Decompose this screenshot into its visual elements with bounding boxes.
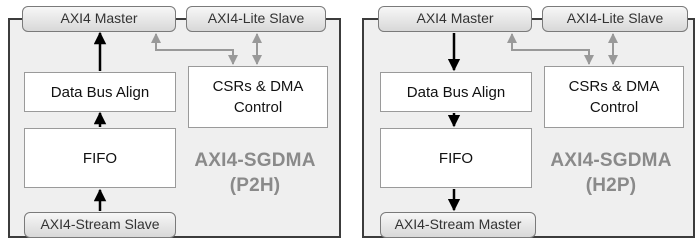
h2p-arrow-csr-to-master [507, 33, 594, 65]
h2p-title-line2: (H2P) [585, 175, 637, 196]
p2h-csr-line1: CSRs & DMA [212, 78, 304, 95]
h2p-title-line1: AXI4-SGDMA [550, 150, 672, 171]
p2h-axi4-stream-slave-port: AXI4-Stream Slave [24, 212, 176, 238]
p2h-csrs-dma-control-block: CSRs & DMA Control [188, 66, 328, 128]
p2h-title-line1: AXI4-SGDMA [194, 150, 316, 171]
h2p-axi4-lite-slave-port: AXI4-Lite Slave [542, 6, 688, 32]
h2p-data-bus-align-block: Data Bus Align [380, 72, 532, 112]
h2p-csrs-dma-control-block: CSRs & DMA Control [544, 66, 684, 128]
p2h-arrow-csr-to-master [151, 33, 238, 65]
h2p-csr-line2: Control [589, 99, 639, 116]
p2h-axi4-master-port: AXI4 Master [22, 6, 176, 32]
p2h-title-line2: (P2H) [229, 175, 281, 196]
h2p-title: AXI4-SGDMA (H2P) [536, 148, 686, 198]
p2h-csr-line2: Control [233, 99, 283, 116]
p2h-fifo-block: FIFO [24, 128, 176, 188]
p2h-axi4-lite-slave-port: AXI4-Lite Slave [186, 6, 326, 32]
h2p-axi4-master-port: AXI4 Master [378, 6, 532, 32]
p2h-data-bus-align-block: Data Bus Align [24, 72, 176, 112]
p2h-title: AXI4-SGDMA (P2H) [180, 148, 330, 198]
h2p-csr-line1: CSRs & DMA [568, 78, 660, 95]
h2p-fifo-block: FIFO [380, 128, 532, 188]
h2p-axi4-stream-master-port: AXI4-Stream Master [380, 212, 536, 238]
